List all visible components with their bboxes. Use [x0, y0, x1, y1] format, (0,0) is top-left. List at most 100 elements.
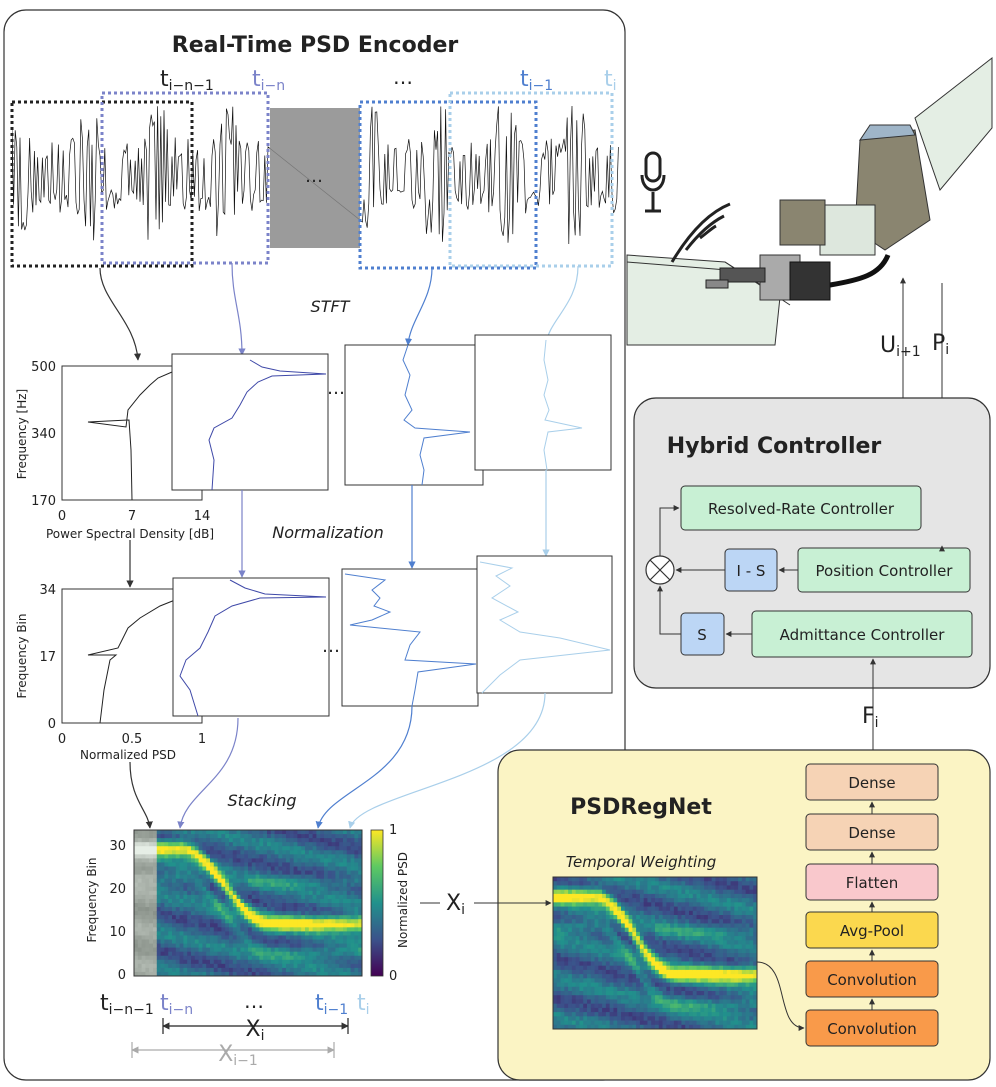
heatmap-cell — [730, 898, 735, 903]
heatmap-cell — [670, 877, 675, 882]
heatmap-cell — [696, 1003, 701, 1009]
heatmap-cell — [198, 967, 203, 973]
heatmap-cell — [255, 886, 260, 892]
heatmap-cell — [202, 846, 207, 851]
heatmap-cell — [232, 931, 237, 936]
heatmap-cell — [331, 894, 336, 900]
heatmap-cell — [221, 894, 226, 900]
heatmap-cell — [282, 947, 287, 953]
heatmap-cell — [172, 838, 177, 843]
heatmap-cell — [221, 874, 226, 880]
heatmap-cell — [236, 955, 241, 961]
heatmap-cell — [229, 838, 234, 843]
heatmap-cell — [658, 1007, 663, 1013]
heatmap-cell — [183, 878, 188, 884]
heatmap-cell — [568, 1012, 573, 1017]
heatmap-cell — [183, 886, 188, 892]
heatmap-cell — [274, 947, 279, 953]
heatmap-cell — [730, 1024, 735, 1030]
heatmap-cell — [673, 923, 679, 929]
heatmap-cell — [305, 838, 310, 843]
heatmap-cell — [183, 915, 188, 920]
heatmap-cell — [175, 834, 180, 839]
heatmap-cell — [696, 953, 701, 958]
heatmap-cell — [707, 927, 713, 933]
heatmap-cell — [636, 877, 641, 882]
heatmap-cell — [179, 854, 184, 859]
heatmap-cell — [172, 939, 177, 944]
heatmap-cell — [719, 923, 724, 929]
heatmap-cell — [628, 923, 633, 929]
heatmap-cell — [632, 1003, 637, 1009]
heatmap-cell — [662, 877, 667, 882]
heatmap-cell — [647, 986, 652, 992]
heatmap-cell — [217, 878, 222, 884]
heatmap-cell — [210, 874, 215, 880]
heatmap-cell — [149, 850, 154, 855]
heatmap-cell — [259, 854, 264, 859]
heatmap-frame — [133, 829, 363, 977]
heatmap-cell — [647, 961, 652, 967]
heatmap-cell — [613, 969, 618, 975]
heatmap-cell — [274, 866, 279, 871]
heatmap-cell — [685, 948, 690, 954]
heatmap-cell — [286, 923, 291, 928]
heatmap-cell — [658, 999, 663, 1005]
heatmap-cell — [692, 974, 697, 979]
heatmap-cell — [343, 963, 348, 969]
heatmap-cell — [598, 991, 603, 996]
heatmap-cell — [225, 858, 230, 863]
heatmap-cell — [198, 919, 203, 924]
heatmap-cell — [594, 1007, 599, 1013]
heatmap-cell — [666, 961, 671, 967]
x-tick: 0.5 — [122, 732, 143, 747]
colorbar-tick: 0 — [389, 969, 397, 984]
heatmap-cell — [263, 894, 268, 900]
heatmap-cell — [160, 886, 165, 892]
heatmap-cell — [194, 915, 199, 920]
heatmap-cell — [609, 999, 614, 1005]
heatmap-cell — [206, 955, 211, 961]
heatmap-cell — [571, 936, 577, 941]
norm-curve — [479, 561, 611, 694]
heatmap-cell — [301, 890, 306, 896]
heatmap-cell — [556, 940, 561, 945]
heatmap-cell — [175, 894, 180, 900]
heatmap-cell — [704, 881, 709, 886]
heatmap-cell — [327, 951, 332, 957]
heatmap-cell — [711, 953, 716, 958]
heatmap-cell — [658, 982, 663, 988]
heatmap-cell — [692, 1024, 697, 1030]
heatmap-cell — [331, 951, 336, 957]
heatmap-cell — [692, 957, 697, 962]
heatmap-cell — [206, 882, 211, 888]
heatmap-cell — [213, 882, 218, 888]
heatmap-cell — [206, 834, 211, 839]
heatmap-cell — [685, 902, 690, 907]
heatmap-cell — [141, 919, 146, 924]
heatmap-cell — [670, 1016, 675, 1021]
heatmap-cell — [666, 936, 671, 941]
heatmap-cell — [632, 1016, 637, 1021]
heatmap-cell — [137, 858, 142, 863]
heatmap-cell — [749, 948, 754, 954]
heatmap-cell — [316, 866, 321, 871]
heatmap-cell — [240, 903, 245, 908]
heatmap-cell — [153, 959, 158, 965]
heatmap-cell — [568, 893, 573, 899]
resolved-rate-label: Resolved-Rate Controller — [708, 500, 895, 518]
heatmap-cell — [301, 894, 306, 900]
heatmap-cell — [221, 878, 226, 884]
heatmap-cell — [594, 995, 599, 1000]
heatmap-cell — [666, 1012, 671, 1017]
heatmap-cell — [571, 919, 577, 924]
heatmap-cell — [217, 947, 222, 953]
heatmap-cell — [662, 995, 667, 1000]
heatmap-cell — [621, 1024, 626, 1030]
heatmap-cell — [274, 858, 279, 863]
heatmap-cell — [575, 877, 580, 882]
heatmap-cell — [741, 923, 747, 929]
heatmap-cell — [213, 874, 218, 880]
x-tick: 14 — [194, 509, 211, 524]
heatmap-cell — [320, 870, 325, 876]
